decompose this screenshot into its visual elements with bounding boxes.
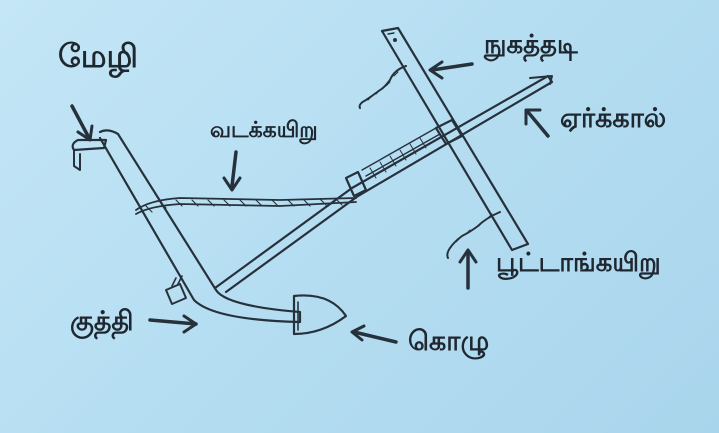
label-beam: ஏர்க்கால் [560,103,667,134]
plough-handle-body [71,129,302,324]
arrow-rope [222,150,242,192]
yoke-rope-upper [358,65,407,109]
arrow-peg [148,314,198,334]
label-peg: குத்தி [70,306,134,337]
label-rope: வடக்கயிறு [210,118,318,143]
plough-beam [213,74,554,294]
arrow-yoke-rope [458,248,478,290]
ploughshare [292,294,348,336]
arrow-ploughshare [350,324,398,344]
plough-peg [165,275,187,305]
beam-rope-binding [344,127,441,198]
main-rope [135,197,357,215]
label-yoke: நுகத்தடி [484,30,578,60]
yoke-rope-lower [446,211,501,259]
label-yoke-rope: பூட்டாங்கயிறு [496,248,661,278]
label-ploughshare: கொழு [408,326,490,357]
yoke-bar [380,26,530,252]
arrow-yoke [428,60,474,80]
beam-yoke-joint [434,118,464,146]
label-handle: மேழி [58,37,138,75]
arrow-handle [70,104,94,142]
arrow-beam [524,108,550,138]
